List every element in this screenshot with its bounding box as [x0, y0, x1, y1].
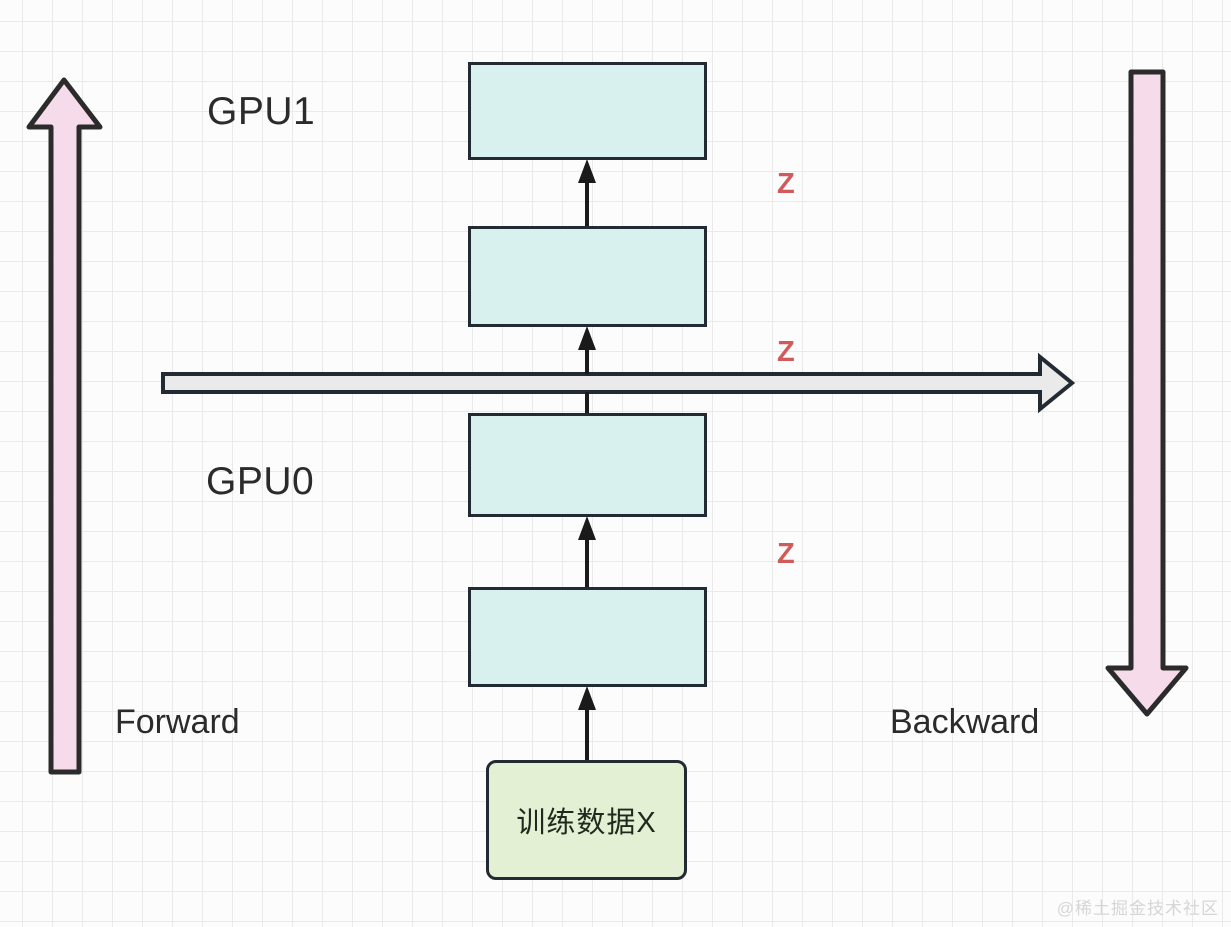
- z-label-bottom: Z: [777, 538, 795, 570]
- layer-box-3[interactable]: [468, 226, 707, 327]
- layer-box-4[interactable]: [468, 62, 707, 160]
- backward-arrow-shape: [1105, 69, 1189, 717]
- backward-label: Backward: [890, 703, 1040, 741]
- gpu0-label: GPU0: [206, 460, 315, 503]
- layer-box-2[interactable]: [468, 413, 707, 517]
- connector-layer1-to-layer2: [578, 516, 596, 587]
- z-label-middle: Z: [777, 336, 795, 368]
- gpu1-label: GPU1: [207, 90, 316, 133]
- forward-arrow-shape: [26, 77, 103, 775]
- connector-divider-to-layer3: [578, 326, 596, 374]
- watermark: @稀土掘金技术社区: [1056, 899, 1219, 918]
- layer-box-1[interactable]: [468, 587, 707, 687]
- forward-label: Forward: [115, 703, 240, 741]
- connector-layer3-to-layer4: [578, 159, 596, 226]
- connector-data-to-layer1: [578, 686, 596, 760]
- z-label-top: Z: [777, 168, 795, 200]
- training-data-box[interactable]: 训练数据X: [486, 760, 687, 880]
- gpu-divider-arrow: [161, 352, 1076, 414]
